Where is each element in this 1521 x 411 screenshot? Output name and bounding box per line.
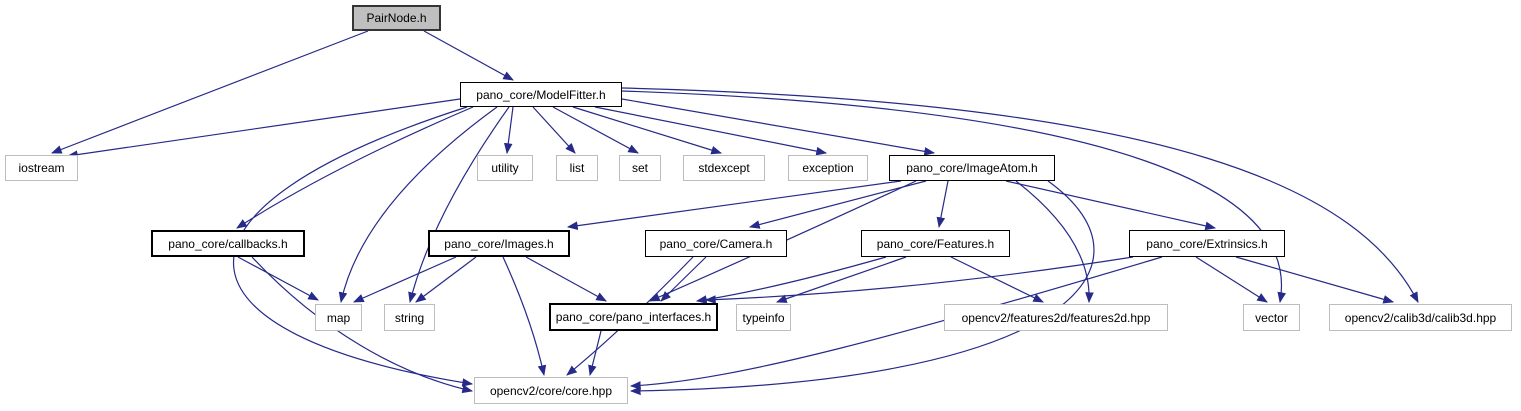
graph-node-calib3d: opencv2/calib3d/calib3d.hpp bbox=[1329, 304, 1512, 331]
edge-modelfitter-vector bbox=[621, 90, 1286, 304]
graph-node-pairnode: PairNode.h bbox=[352, 5, 441, 31]
edge-callbacks-map bbox=[237, 256, 319, 301]
graph-node-corehpp: opencv2/core/core.hpp bbox=[474, 377, 628, 404]
graph-node-features[interactable]: pano_core/Features.h bbox=[861, 230, 1010, 257]
edge-imageatom-corehpp bbox=[629, 180, 1095, 396]
edge-modelfitter-iostream bbox=[66, 98, 461, 159]
edge-modelfitter-string bbox=[408, 106, 510, 304]
edge-interfaces-corehpp bbox=[588, 330, 602, 377]
edge-imageatom-extrinsics bbox=[1005, 180, 1217, 231]
edge-imageatom-features2d bbox=[1015, 180, 1094, 304]
edge-modelfitter-callbacks bbox=[236, 106, 474, 229]
edge-modelfitter-corehpp bbox=[233, 106, 474, 387]
graph-node-string: string bbox=[384, 304, 435, 331]
edge-imageatom-features bbox=[936, 180, 949, 229]
graph-node-map: map bbox=[315, 304, 362, 331]
edge-images-string bbox=[415, 256, 477, 303]
edge-modelfitter-map bbox=[338, 106, 498, 304]
graph-node-utility: utility bbox=[477, 155, 533, 181]
graph-node-vector: vector bbox=[1243, 304, 1300, 331]
edge-modelfitter-utility bbox=[503, 106, 514, 155]
edge-features-interfaces bbox=[695, 256, 887, 304]
edge-imageatom-images bbox=[566, 180, 902, 230]
edge-modelfitter-list bbox=[532, 106, 576, 154]
graph-node-stdexcept: stdexcept bbox=[683, 155, 765, 181]
edge-images-interfaces bbox=[525, 256, 607, 302]
edge-imageatom-camera bbox=[748, 180, 927, 229]
graph-node-callbacks[interactable]: pano_core/callbacks.h bbox=[151, 230, 305, 257]
graph-node-set: set bbox=[619, 155, 661, 181]
edge-images-corehpp bbox=[502, 256, 547, 377]
graph-node-images[interactable]: pano_core/Images.h bbox=[428, 230, 570, 257]
edge-images-map bbox=[353, 256, 457, 303]
edge-extrinsics-interfaces bbox=[704, 256, 1134, 304]
graph-node-interfaces[interactable]: pano_core/pano_interfaces.h bbox=[549, 303, 718, 331]
edge-modelfitter-stdexcept bbox=[572, 106, 723, 155]
edge-pairnode-modelfitter bbox=[423, 30, 514, 81]
edge-extrinsics-calib3d bbox=[1235, 256, 1395, 304]
graph-node-exception: exception bbox=[788, 155, 868, 181]
edge-extrinsics-corehpp bbox=[629, 256, 1163, 390]
graph-node-modelfitter[interactable]: pano_core/ModelFitter.h bbox=[460, 82, 622, 107]
graph-node-iostream: iostream bbox=[5, 155, 78, 181]
graph-node-imageatom[interactable]: pano_core/ImageAtom.h bbox=[889, 155, 1055, 181]
edge-modelfitter-imageatom bbox=[621, 98, 936, 156]
edge-modelfitter-exception bbox=[594, 106, 828, 156]
edge-callbacks-corehpp bbox=[251, 256, 474, 394]
graph-node-list: list bbox=[556, 155, 598, 181]
edge-features-features2d bbox=[950, 256, 1044, 303]
edge-pairnode-iostream bbox=[50, 30, 369, 154]
graph-node-typeinfo: typeinfo bbox=[736, 304, 791, 331]
graph-node-extrinsics[interactable]: pano_core/Extrinsics.h bbox=[1129, 230, 1285, 257]
edge-extrinsics-vector bbox=[1195, 256, 1268, 303]
edge-modelfitter-set bbox=[552, 106, 639, 154]
graph-node-camera[interactable]: pano_core/Camera.h bbox=[645, 230, 787, 257]
graph-node-features2d: opencv2/features2d/features2d.hpp bbox=[944, 304, 1168, 331]
edge-modelfitter-calib3d bbox=[621, 87, 1419, 303]
edge-camera-interfaces bbox=[660, 256, 707, 302]
